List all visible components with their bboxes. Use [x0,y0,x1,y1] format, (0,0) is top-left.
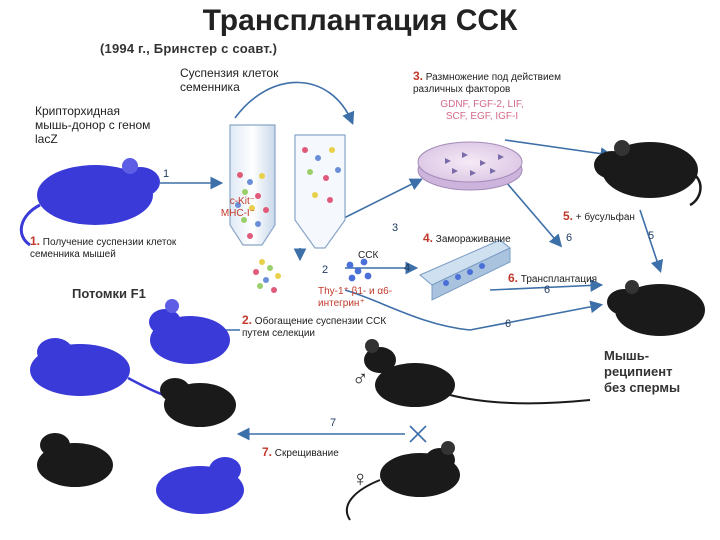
offspring-mouse-black-1 [160,378,236,427]
arrow-6b [489,279,604,292]
male-mouse [364,339,591,407]
step-4-label: 4. Замораживание [423,232,533,246]
label-offspring: Потомки F1 [72,286,146,301]
step-4-text: Замораживание [435,234,511,245]
arrow-suspension-to-dish [234,81,355,125]
sorting-funnel [294,134,346,249]
markers-negative: c-Kit⁻ MHC-I⁻ [220,196,255,219]
arrow-number-5: 5 [648,230,655,242]
subtitle: (1994 г., Бринстер с соавт.) [100,41,278,56]
arrow-number-7: 7 [330,417,337,429]
arrow-5 [639,209,664,274]
step-1-label: 1. Получение суспензии клеток семенника … [30,235,180,261]
discarded-cells [253,259,281,293]
arrow-number-1: 1 [163,168,170,180]
petri-dish [417,141,523,191]
cross-mark [409,425,427,443]
arrow-number-3: 3 [392,222,399,234]
recipient-mouse-top [594,140,702,207]
step-3-text: Размножение под действием различных факт… [413,72,561,95]
recipient-mouse-middle [607,280,705,336]
growth-factors: GDNF, FGF-2, LIF, SCF, EGF, IGF-I [440,99,524,122]
test-tube [229,124,276,246]
ssc-cells [346,258,372,282]
step-1-number: 1. [30,234,41,248]
step-3-number: 3. [413,69,424,83]
arrow-number-2: 2 [322,264,329,276]
page-title: Трансплантация ССК [202,4,518,37]
step-5-text: + бусульфан [575,212,635,223]
female-mouse [345,441,460,521]
step-5-label: 5. + бусульфан [563,210,673,224]
arrow-number-4: 4 [404,262,411,274]
arrow-number-6b: 6 [544,284,551,296]
step-2-text: Обогащение суспензии ССК путем селекции [242,316,387,339]
step-7-label: 7. Скрещивание [262,446,382,460]
step-7-number: 7. [262,445,273,459]
step-2-label: 2. Обогащение суспензии ССК путем селекц… [242,314,392,340]
arrow-dish-to-recipient [504,139,614,160]
offspring-mouse-blue-1 [149,299,230,364]
step-6-text: Трансплантация [520,274,598,285]
male-symbol: ♂ [352,366,369,391]
step-5-number: 5. [563,209,574,223]
step-2-number: 2. [242,313,253,327]
markers-positive: Thy-1⁺ β1- и α6-интегрин⁺ [318,286,393,309]
donor-mouse-blue [19,158,160,247]
offspring-mouse-blue-3 [156,457,244,514]
arrow-number-6a: 6 [566,232,573,244]
step-6-label: 6. Трансплантация [508,272,628,286]
label-suspension: Суспензия клеток семенника [180,66,279,94]
label-recipient: Мышь-реципиент без спермы [604,348,681,395]
arrow-6c [344,289,604,331]
step-4-number: 4. [423,231,434,245]
step-1-text: Получение суспензии клеток семенника мыш… [30,237,177,260]
step-6-number: 6. [508,271,519,285]
female-symbol: ♀ [352,466,369,491]
cryo-cassette [419,239,511,301]
label-ssc: ССК [358,250,379,261]
label-donor: Крипторхидная мышь-донор с геном lacZ [35,104,151,146]
step-3-label: 3. Размножение под действием различных ф… [413,70,603,96]
arrow-6a [499,174,563,248]
offspring-mouse-black-2 [37,433,113,487]
step-7-text: Скрещивание [274,448,339,459]
tube-cells [235,172,269,239]
arrow-number-6c: 6 [505,318,512,330]
